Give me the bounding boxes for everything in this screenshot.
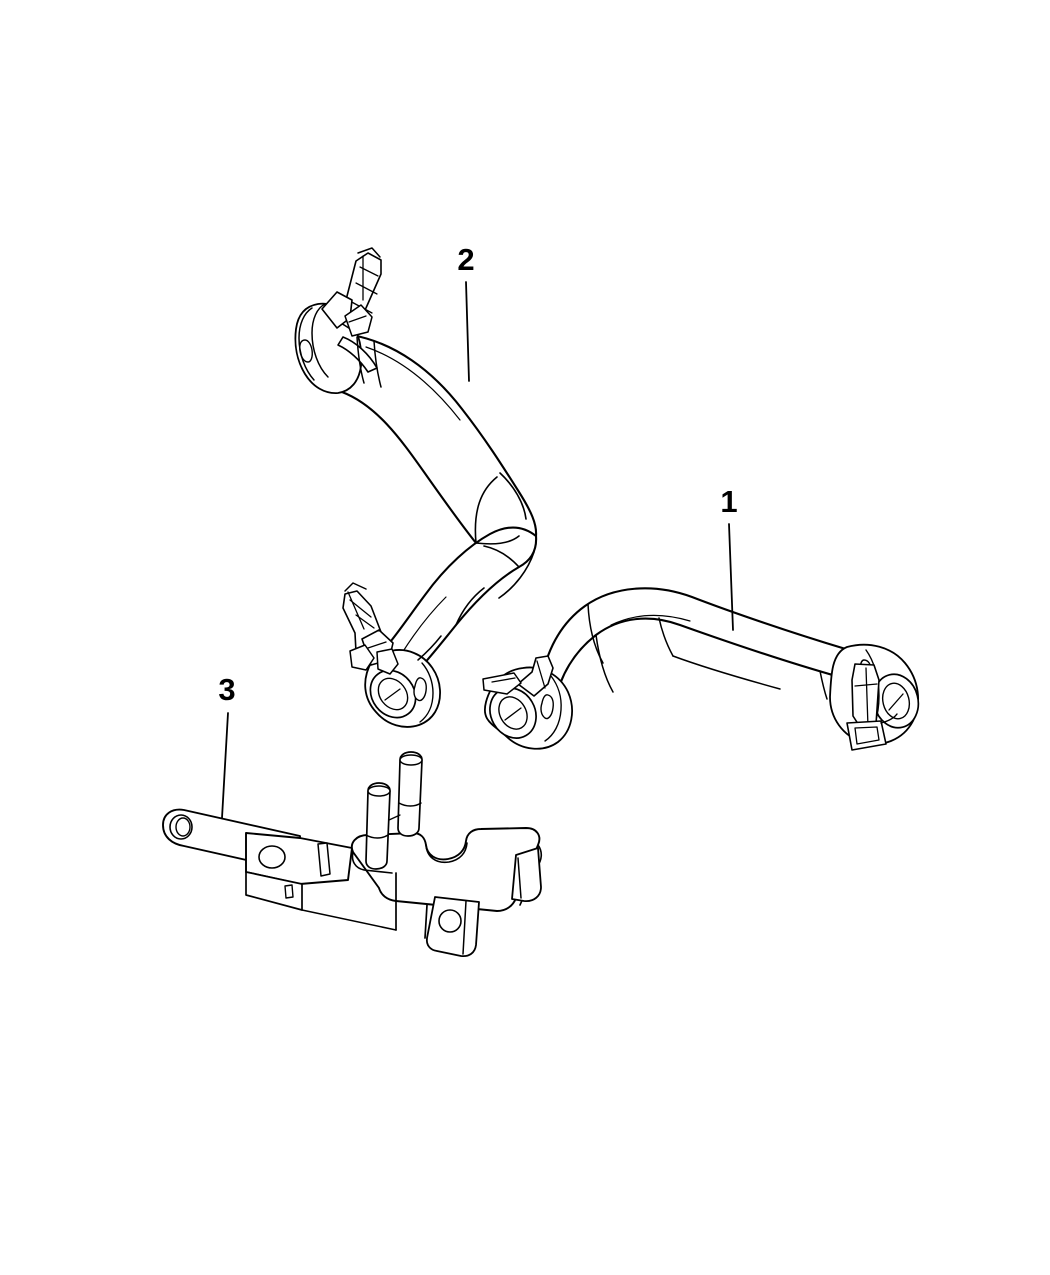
hose-2-bend-seam-f [455, 587, 485, 626]
hose-1-body [539, 587, 851, 702]
hose-1-seam-c [658, 617, 674, 657]
hose-2-bend-seam-b [499, 472, 527, 520]
clip-1r-foot [846, 720, 887, 751]
clip-2u-latch-line [348, 315, 367, 323]
hose-2-bend-seam-e [498, 551, 535, 599]
bracket-flange-notch [284, 884, 294, 899]
bracket-pin-left-shaft [365, 782, 391, 870]
hose-2-highlight-upper [365, 346, 461, 421]
part-2-upper-hose-assembly [294, 247, 538, 728]
clip-2u-latch [344, 304, 373, 337]
bracket-plate-thickness-left [351, 851, 393, 874]
hose-1-seam-a [595, 634, 614, 693]
callout-1-leader [728, 523, 734, 631]
bracket-hole-left-outer [169, 814, 193, 840]
hose-2-upper-coupler [294, 247, 382, 394]
bracket-pin-right-shaft [397, 751, 423, 837]
bracket-pin-right [397, 751, 423, 837]
bracket-hole-foot [438, 909, 462, 933]
coupler-1l-slot [540, 694, 554, 720]
clip-2l-cap [344, 582, 367, 592]
clip-2l-tab-line [367, 641, 387, 649]
callout-2: 2 [457, 242, 475, 382]
hose-1-right-coupler [829, 643, 920, 751]
hose-1-left-coupler [482, 655, 573, 750]
hose-1-seam-d [672, 655, 781, 690]
hose-2-bend-seam-a [475, 535, 520, 545]
callout-3-label: 3 [218, 672, 235, 707]
coupler-1l-bore-tick [504, 707, 522, 721]
coupler-1r-bore-inner [881, 682, 911, 720]
clip-2u-top-cap [357, 247, 381, 258]
coupler-2l-rib [419, 662, 434, 723]
clip-2u-tab [321, 291, 353, 329]
bracket-center-foot-fold [462, 900, 467, 955]
clip-1r-edge [865, 667, 869, 728]
bracket-flange-edge [301, 909, 397, 931]
hose-2-ring-c [417, 635, 442, 661]
clip-2l-rib-a [349, 599, 372, 618]
coupler-2u-rim-mid [311, 303, 329, 378]
bracket-left-web-2 [424, 904, 428, 939]
coupler-2u-slot [299, 339, 313, 363]
hose-1-highlight [610, 614, 691, 626]
callout-3: 3 [218, 672, 236, 819]
clip-2l-edge [347, 591, 365, 630]
hose-2-ring-a [356, 336, 365, 384]
coupler-2l-slot [413, 677, 427, 702]
coupler-1l-bore-inner [498, 696, 528, 730]
clip-1r-foot-hole [854, 726, 880, 745]
hose-2-bend-seam-c [474, 476, 498, 544]
hose-2-bend-seam-d [483, 545, 520, 568]
bracket-right-leg-fold [517, 857, 522, 899]
bracket-pin-left-top [367, 785, 391, 797]
hose-2-ring-b [373, 340, 382, 388]
clip-1r-rib [854, 683, 878, 687]
bracket-pin-left-band [365, 834, 389, 839]
bracket-small-tab [317, 842, 331, 877]
coupler-2u-rim-inner [298, 307, 315, 381]
clip-2l-latch [376, 648, 399, 675]
hose-1-ring-a [819, 670, 828, 700]
callouts-group: 1 2 3 [218, 242, 738, 819]
bracket-pin-link [388, 814, 401, 821]
bracket-main-plate [351, 827, 541, 912]
callout-1: 1 [720, 484, 738, 631]
clip-2l-wing [349, 644, 375, 671]
clip-1l-edge [536, 660, 546, 689]
bracket-pin-right-band [398, 802, 422, 807]
bracket-pin-right-top [399, 754, 423, 766]
hose-2-highlight-lower [401, 596, 447, 654]
coupler-1l-rib [544, 675, 562, 742]
bracket-pin-left [365, 782, 391, 870]
coupler-2l-bore-inner [377, 677, 409, 711]
callout-3-leader [221, 712, 229, 819]
hose-2-lower-coupler [342, 582, 441, 728]
bracket-plate-notch-underside [425, 842, 468, 864]
callout-2-label: 2 [457, 242, 474, 277]
clip-1l-wing-line [491, 677, 516, 683]
part-3-mounting-bracket [162, 751, 543, 958]
coupler-1r-bore-tick [888, 693, 904, 711]
coupler-2l-bore-tick [384, 688, 401, 701]
hose-1-seam-b [587, 603, 604, 664]
bracket-hole-mid [258, 845, 286, 869]
clip-1r-tongue [880, 713, 898, 724]
part-1-right-hose-assembly [482, 587, 920, 751]
clip-2u-rib-b [355, 282, 378, 295]
callout-2-leader [465, 281, 470, 382]
bracket-hole-left-inner [175, 817, 191, 837]
callout-1-label: 1 [720, 484, 737, 519]
bracket-right-leg [511, 847, 542, 902]
clip-1r-body [851, 663, 880, 731]
